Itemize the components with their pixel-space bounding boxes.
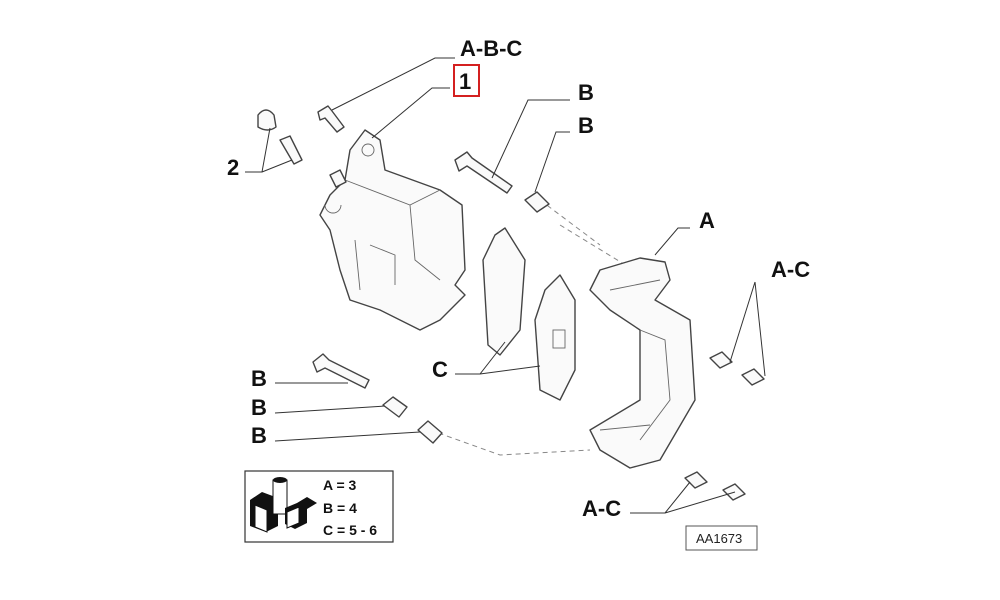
label-a-b-c: A-B-C <box>460 36 522 61</box>
bleed-screw-and-cap[interactable] <box>257 109 303 165</box>
guide-bolt-lower[interactable] <box>312 353 370 389</box>
part-number-highlight <box>453 64 480 97</box>
label-b-bolt: B <box>578 80 594 105</box>
leader-lines <box>245 57 766 514</box>
legend-a: A = 3 <box>323 477 357 493</box>
brake-pads[interactable] <box>482 227 576 401</box>
legend-b: B = 4 <box>323 500 357 516</box>
guide-bolt[interactable] <box>454 151 513 194</box>
label-c-pads: C <box>432 357 448 382</box>
reference-code-box <box>685 525 758 551</box>
guide-sleeve-lower[interactable] <box>382 396 408 418</box>
label-b-bolt-lower: B <box>251 366 267 391</box>
reference-code: AA1673 <box>696 531 742 546</box>
legend-c: C = 5 - 6 <box>323 522 377 538</box>
label-b-boot-lower: B <box>251 423 267 448</box>
kit-boxes-icon <box>250 477 317 533</box>
label-2: 2 <box>227 155 239 180</box>
label-a-c-right: A-C <box>771 257 810 282</box>
label-a-bracket: A <box>699 208 715 233</box>
caliper-body[interactable] <box>319 129 466 331</box>
anti-rattle-clips[interactable] <box>684 351 765 501</box>
caliper-bracket[interactable] <box>589 257 696 469</box>
kit-legend: A = 3 B = 4 C = 5 - 6 <box>244 470 394 543</box>
label-a-c-bottom: A-C <box>582 496 621 521</box>
dust-boot[interactable] <box>417 420 443 444</box>
caliper-bolt[interactable] <box>317 105 345 133</box>
guide-sleeve[interactable] <box>524 191 550 213</box>
label-b-sleeve: B <box>578 113 594 138</box>
assembly-axis-lines <box>429 199 651 456</box>
label-part-number[interactable]: 1 <box>459 69 471 94</box>
label-b-sleeve-lower: B <box>251 395 267 420</box>
